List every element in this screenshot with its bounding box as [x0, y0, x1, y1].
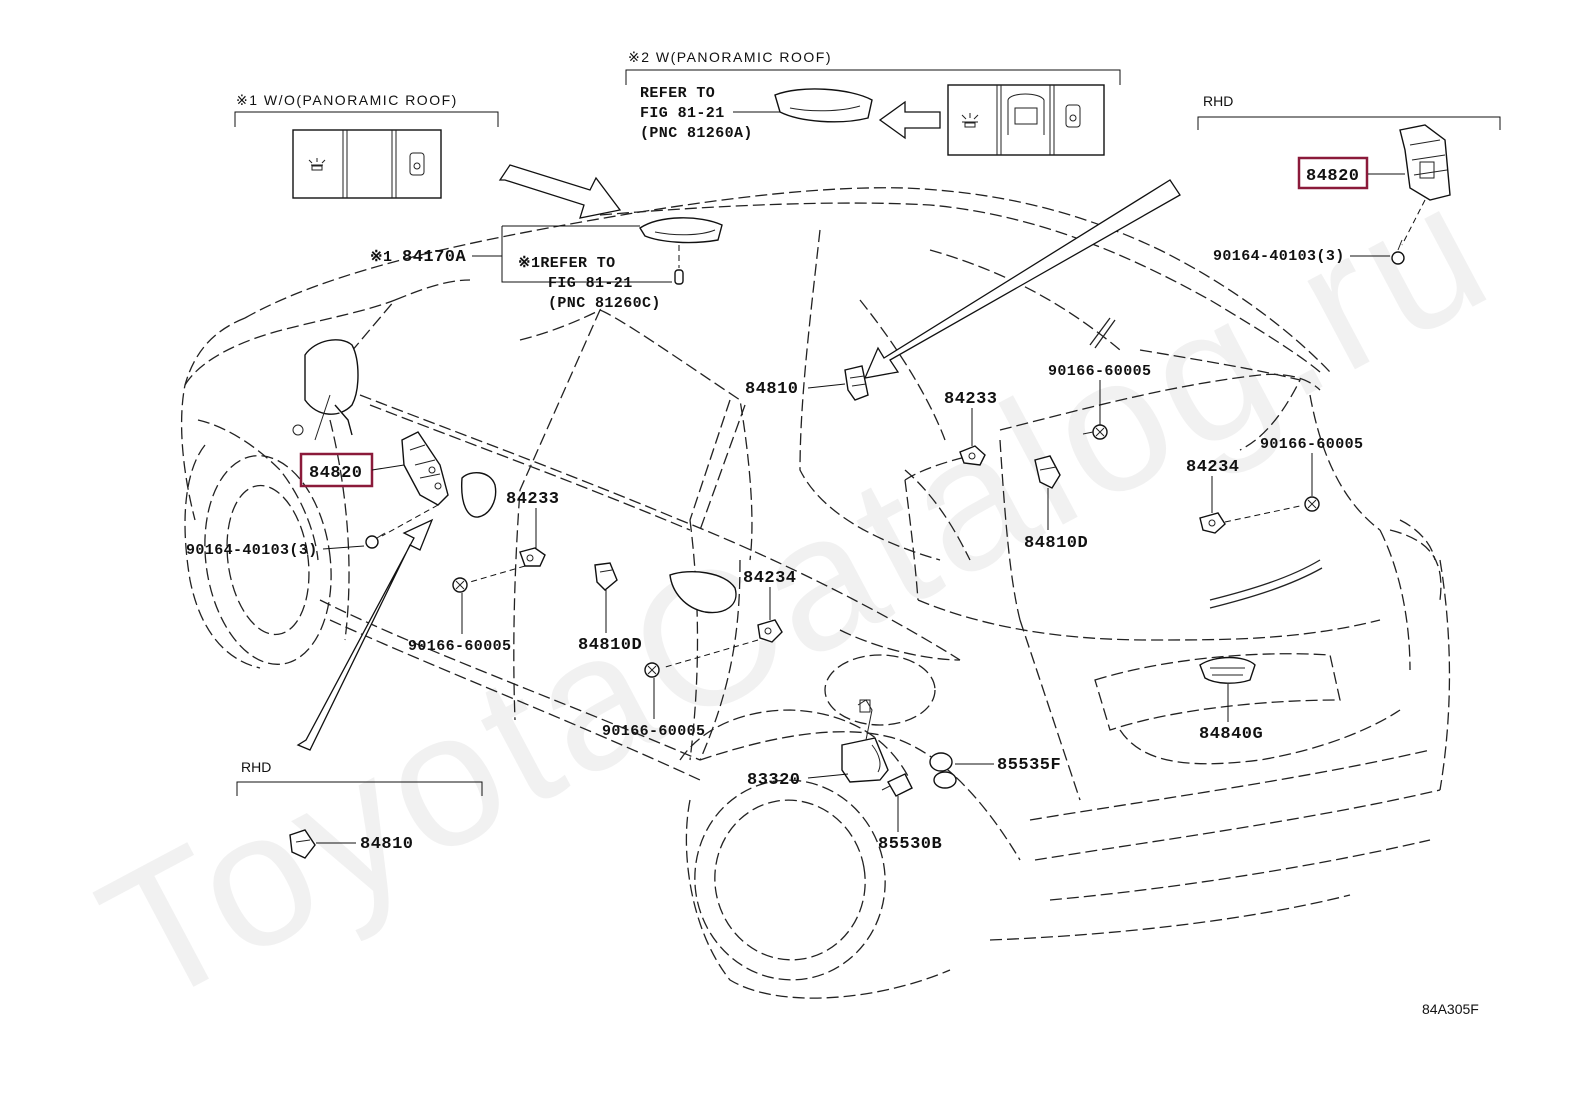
label-84840g: 84840G [1199, 725, 1263, 744]
ref-panoramic-line2: FIG 81-21 [640, 105, 725, 122]
switch-84810-center [844, 365, 869, 401]
switch-84234-right [1199, 512, 1226, 534]
map-light-panoramic [774, 88, 873, 123]
screw-90164-left [365, 532, 386, 549]
switch-84233-left [519, 547, 546, 567]
watermark: ToyotaCatalog.ru [70, 140, 1523, 1047]
switch-84810-rhd [289, 829, 316, 859]
label-84820-top: 84820 [1306, 167, 1360, 186]
screw-90164-rhd [1391, 239, 1405, 265]
switch-84820-left [401, 431, 449, 506]
label-90164-left: 90164-40103(3) [186, 542, 318, 559]
ref-standard-line1: ※1REFER TO [518, 255, 616, 272]
ref-standard-line3: (PNC 81260C) [548, 295, 661, 312]
label-84233-right: 84233 [944, 390, 998, 409]
label-90164-top: 90164-40103(3) [1213, 248, 1345, 265]
screw-90166-left [452, 577, 468, 593]
room-light-icon-2 [961, 113, 979, 128]
roof-light-84170a [639, 217, 723, 285]
pointer-arrows [296, 164, 1181, 751]
rhd-top-header: RHD [1203, 93, 1233, 109]
w-panoramic-header: ※2 W(PANORAMIC ROOF) [628, 49, 832, 65]
figure-code: 84A305F [1422, 1001, 1479, 1017]
label-84820-left: 84820 [309, 464, 363, 483]
switch-84810d-left [594, 562, 618, 591]
switch-84233-right [959, 445, 986, 466]
label-90166-center: 90166-60005 [602, 723, 705, 740]
label-85535f: 85535F [997, 756, 1061, 775]
ref-panoramic-line1: REFER TO [640, 85, 715, 102]
door-light-icon [409, 152, 425, 176]
switch-84820-rhd [1399, 124, 1451, 201]
sunshade-icon [1007, 93, 1045, 135]
screw-90166-center [644, 662, 660, 678]
switch-84810d-right [1034, 455, 1061, 489]
label-84170a: 84170A [402, 248, 467, 267]
wo-panoramic-header: ※1 W/O(PANORAMIC ROOF) [236, 92, 458, 108]
label-84233-left: 84233 [506, 490, 560, 509]
sender-83320 [841, 699, 889, 783]
label-84810d-right: 84810D [1024, 534, 1088, 553]
label-90166-left: 90166-60005 [408, 638, 511, 655]
label-84234-right: 84234 [1186, 458, 1240, 477]
switch-84234-center [757, 619, 783, 643]
switch-84840g [1199, 656, 1256, 684]
label-84234-center: 84234 [743, 569, 797, 588]
part-85535f [929, 752, 957, 789]
ref-panoramic-line3: (PNC 81260A) [640, 125, 753, 142]
mark-84170a: ※1 [370, 249, 392, 266]
ref-standard-line2: FIG 81-21 [548, 275, 633, 292]
label-90166-right: 90166-60005 [1260, 436, 1363, 453]
label-84810-center: 84810 [745, 380, 799, 399]
car-body-outline [180, 187, 1451, 999]
side-mirror [292, 339, 359, 441]
door-handles [461, 472, 737, 614]
w-panoramic-group: ※2 W(PANORAMIC ROOF) REFER TO FIG 81-21 … [625, 49, 1121, 156]
rhd-bottom-group: RHD 84810 [236, 759, 483, 859]
label-83320: 83320 [747, 771, 801, 790]
rhd-bottom-header: RHD [241, 759, 271, 775]
highlight-84820-top [1297, 156, 1369, 190]
label-84810-rhd: 84810 [360, 835, 414, 854]
wo-panoramic-group: ※1 W/O(PANORAMIC ROOF) [234, 92, 499, 199]
label-84810d-left: 84810D [578, 636, 642, 655]
label-85530b: 85530B [878, 835, 942, 854]
door-light-icon-2 [1065, 104, 1081, 128]
rhd-top-group: RHD 84820 90164-40103(3) [1197, 93, 1501, 265]
part-85530b [881, 773, 913, 797]
label-90166-right-top: 90166-60005 [1048, 363, 1151, 380]
screw-90166-right [1304, 496, 1320, 512]
room-light-icon [308, 158, 326, 171]
